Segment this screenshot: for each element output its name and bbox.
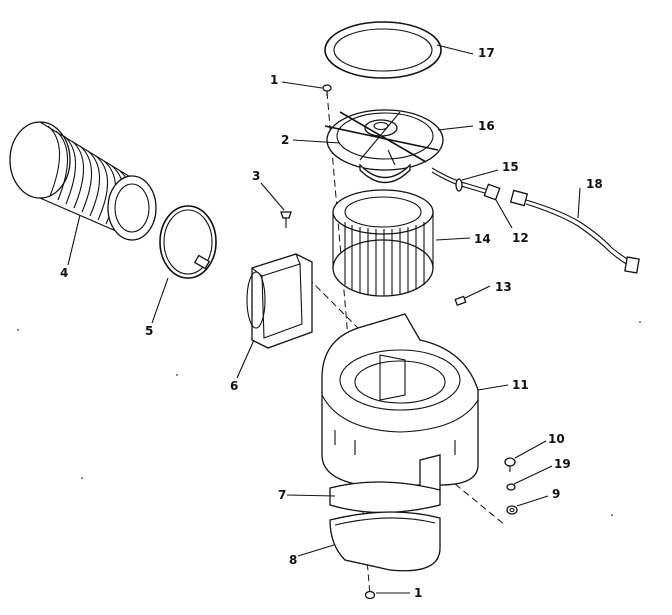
- label-11: 11: [512, 378, 529, 392]
- label-6: 6: [230, 379, 238, 393]
- label-17: 17: [478, 46, 495, 60]
- screw-top: [322, 84, 332, 96]
- label-8: 8: [289, 553, 297, 567]
- fasteners-right: [504, 457, 518, 515]
- label-1-top: 1: [270, 73, 278, 87]
- motor: [324, 109, 444, 184]
- leader-lines: [67, 44, 581, 594]
- label-13: 13: [495, 280, 512, 294]
- label-1-bottom: 1: [414, 586, 422, 600]
- screw-small: [280, 211, 292, 228]
- blower-housing: [321, 313, 479, 496]
- label-16: 16: [478, 119, 495, 133]
- gasket-ring: [324, 21, 442, 79]
- label-19: 19: [554, 457, 571, 471]
- label-4: 4: [60, 266, 68, 280]
- power-cord: [509, 189, 640, 274]
- label-14: 14: [474, 232, 491, 246]
- label-9: 9: [552, 487, 560, 501]
- label-5: 5: [145, 324, 153, 338]
- flexible-duct: [9, 121, 157, 241]
- label-12: 12: [512, 231, 529, 245]
- gasket: [329, 481, 441, 514]
- bottom-plate: [329, 511, 441, 572]
- motor-wire-and-plug: [431, 167, 501, 201]
- duct-adapter: [246, 253, 313, 349]
- label-2: 2: [281, 133, 289, 147]
- label-10: 10: [548, 432, 565, 446]
- callout-labels: 1 17 2 16 15 12 18 3 14 13 4 5 6 11 10 1…: [60, 46, 603, 600]
- label-18: 18: [586, 177, 603, 191]
- set-screw: [454, 295, 467, 307]
- hose-clamp: [159, 205, 217, 279]
- scan-specks: [17, 321, 641, 516]
- label-7: 7: [278, 488, 286, 502]
- blower-wheel: [332, 189, 434, 297]
- label-15: 15: [502, 160, 519, 174]
- label-3: 3: [252, 169, 260, 183]
- screw-bottom: [364, 590, 376, 600]
